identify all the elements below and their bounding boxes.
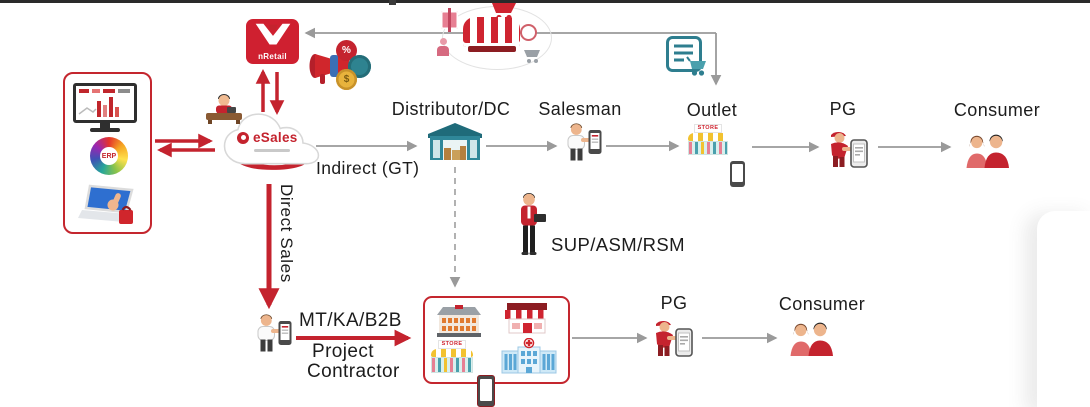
esales-dot-icon xyxy=(237,131,249,144)
warehouse-icon xyxy=(428,123,482,160)
hospital-icon xyxy=(501,338,557,374)
shopper-icon xyxy=(436,38,450,56)
label-mt-ka-b2b: MT/KA/B2B xyxy=(299,310,402,331)
sup-manager-icon xyxy=(521,193,546,255)
mall-icon xyxy=(437,305,481,337)
nretail-name: nRetail xyxy=(258,52,287,61)
outlet-awning xyxy=(688,133,728,141)
outlet-shelves xyxy=(688,141,728,155)
label-sup-asm-rsm: SUP/ASM/RSM xyxy=(551,234,685,255)
top-crop-bar xyxy=(0,0,1090,3)
consumer-icon xyxy=(963,134,1013,168)
label-contractor: Contractor xyxy=(307,361,400,382)
consumer-icon-2 xyxy=(787,322,837,356)
store-sign: STORE xyxy=(694,124,722,133)
label-indirect-gt: Indirect (GT) xyxy=(316,158,420,178)
label-direct-sales: Direct Sales xyxy=(277,184,296,283)
modern-trade-box: STORE xyxy=(423,296,570,407)
label-distributor: Distributor/DC xyxy=(391,99,511,119)
esales-name: eSales xyxy=(253,130,298,145)
mt-phone-icon xyxy=(477,375,495,407)
mini-cart-icon xyxy=(524,50,540,63)
label-consumer: Consumer xyxy=(953,100,1041,120)
mt-store-phone-icon: STORE xyxy=(431,340,495,407)
label-outlet: Outlet xyxy=(686,100,738,120)
mt-shopfront: STORE xyxy=(431,340,473,373)
outlet-store-icon: STORE xyxy=(688,124,745,187)
store-sign-2: STORE xyxy=(438,340,466,349)
discount-badge-icon: % xyxy=(336,40,357,61)
ecommerce-laptop-icon xyxy=(78,184,134,224)
pg-icon xyxy=(826,127,872,169)
admin-desk-icon xyxy=(206,94,242,124)
salesman-icon xyxy=(564,122,602,162)
mt-store-shelves xyxy=(431,357,473,373)
label-project: Project xyxy=(312,341,374,362)
nretail-mark-icon xyxy=(255,23,291,45)
overlay-card xyxy=(1037,211,1090,407)
esales-logo: eSales xyxy=(237,130,298,145)
label-salesman: Salesman xyxy=(538,99,622,119)
gift-icon xyxy=(441,8,458,32)
nretail-app-icon: nRetail xyxy=(246,19,299,64)
direct-salesman-icon xyxy=(254,313,292,353)
marketplace-store-icon xyxy=(463,17,520,47)
erp-label: ERP xyxy=(100,147,118,165)
esales-tagline-bar xyxy=(254,149,290,152)
price-tag-icon xyxy=(520,24,537,41)
cropped-text-fragment xyxy=(389,0,396,5)
label-pg: PG xyxy=(829,99,857,119)
dashboard-monitor-icon xyxy=(73,83,137,132)
esales-cloud-icon xyxy=(223,113,320,170)
outlet-shopfront: STORE xyxy=(688,124,728,155)
outlet-phone-icon xyxy=(730,161,745,187)
marketplace-store-base xyxy=(468,46,516,52)
mt-store-awning xyxy=(431,349,473,357)
erp-wheel-icon: ERP xyxy=(90,137,128,175)
pg-icon-2 xyxy=(651,316,697,358)
coin-badge-icon: $ xyxy=(336,69,357,90)
retail-store-icon xyxy=(505,303,549,334)
label-pg-2: PG xyxy=(660,293,688,313)
label-consumer-2: Consumer xyxy=(778,294,866,314)
order-document-icon xyxy=(666,36,706,76)
